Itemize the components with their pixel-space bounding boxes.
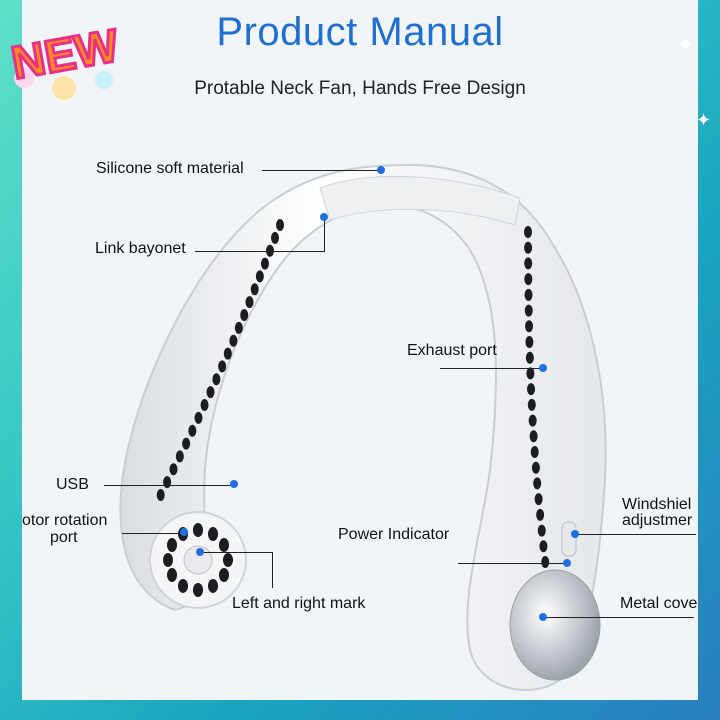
vent-hole [524, 288, 533, 301]
pointer-dot [196, 548, 204, 556]
vent-hole [536, 508, 545, 521]
motor-hole [208, 527, 218, 542]
vent-hole [530, 446, 539, 458]
vent-hole [240, 309, 249, 321]
page-title: Product Manual [216, 10, 504, 54]
motor-hole [218, 538, 229, 552]
vent-hole [527, 383, 536, 396]
vent-hole [206, 386, 215, 399]
label-silicone: Silicone soft material [96, 160, 244, 177]
vent-hole [194, 411, 203, 424]
vent-hole [541, 556, 550, 568]
pointer-line [440, 368, 544, 369]
vent-hole [255, 270, 264, 283]
pointer-line [195, 251, 325, 252]
vent-hole [250, 283, 259, 296]
label-motor-rotation: otor rotation [22, 512, 108, 529]
pointer-line [262, 170, 380, 171]
motor-hole [178, 578, 188, 593]
vent-hole [528, 414, 537, 427]
label-usb: USB [56, 476, 89, 493]
motor-hole [223, 553, 233, 567]
vent-hole [218, 360, 227, 373]
vent-hole [531, 461, 540, 474]
pointer-dot [230, 480, 238, 488]
pointer-dot [539, 613, 547, 621]
label-left-right-mark: Left and right mark [232, 595, 366, 612]
page-subtitle: Protable Neck Fan, Hands Free Design [194, 78, 526, 99]
motor-hole [167, 568, 178, 582]
pointer-line [104, 485, 234, 486]
vent-hole [260, 257, 269, 270]
pointer-dot [539, 364, 547, 372]
vent-hole [525, 336, 534, 348]
vent-hole [524, 304, 533, 317]
vent-hole [212, 373, 221, 386]
vent-hole [182, 437, 191, 450]
vent-hole [534, 493, 543, 506]
pointer-dot [180, 528, 188, 536]
pointer-line [544, 617, 694, 618]
motor-hole [193, 523, 203, 537]
motor-hole [208, 578, 218, 593]
vent-hole [245, 296, 254, 309]
label-power-indicator: Power Indicator [338, 526, 450, 543]
sparkle-icon: ✦ [696, 110, 712, 130]
motor-hole [167, 538, 178, 552]
pointer-dot [563, 559, 571, 567]
vent-hole [524, 241, 533, 254]
pointer-dot [377, 166, 385, 174]
motor-hole [218, 568, 229, 582]
label-link-bayonet: Link bayonet [95, 240, 186, 257]
pointer-line [200, 552, 272, 553]
vent-hole [526, 367, 535, 380]
vent-hole [223, 347, 232, 360]
motor-hole [193, 583, 203, 597]
vent-hole [276, 219, 284, 231]
pointer-dot [320, 213, 328, 221]
vent-hole [163, 476, 172, 489]
vent-hole [529, 430, 538, 443]
label-motor-port: port [50, 529, 78, 546]
pointer-line [576, 534, 696, 535]
new-badge-icon: NEW [6, 17, 124, 100]
vent-hole [234, 321, 243, 334]
pointer-line [458, 563, 568, 564]
vent-hole [524, 226, 532, 238]
vent-hole [537, 524, 546, 537]
vent-hole [156, 489, 165, 501]
vent-hole [539, 540, 548, 553]
pointer-line [122, 533, 184, 534]
vent-hole [270, 231, 279, 244]
vent-hole [533, 477, 542, 490]
vent-hole [229, 334, 238, 347]
pointer-line [324, 218, 325, 252]
vent-hole [200, 399, 209, 411]
pointer-dot [571, 530, 579, 538]
label-exhaust-port: Exhaust port [407, 342, 497, 359]
vent-hole [525, 320, 534, 333]
vent-hole [524, 257, 533, 270]
label-windshield-adjust: adjustmer [622, 512, 693, 529]
vent-hole [188, 424, 197, 437]
vent-hole [525, 351, 534, 364]
vent-hole [175, 450, 184, 463]
motor-hole [163, 553, 173, 567]
sparkle-icon: ✦ [676, 32, 695, 57]
pointer-line [272, 552, 273, 588]
vent-hole [527, 398, 536, 411]
label-metal-cover: Metal cove [620, 595, 698, 612]
label-windshield: Windshiel [622, 496, 692, 513]
vent-hole [524, 273, 533, 286]
vent-hole [169, 463, 178, 476]
vent-hole [265, 244, 274, 257]
